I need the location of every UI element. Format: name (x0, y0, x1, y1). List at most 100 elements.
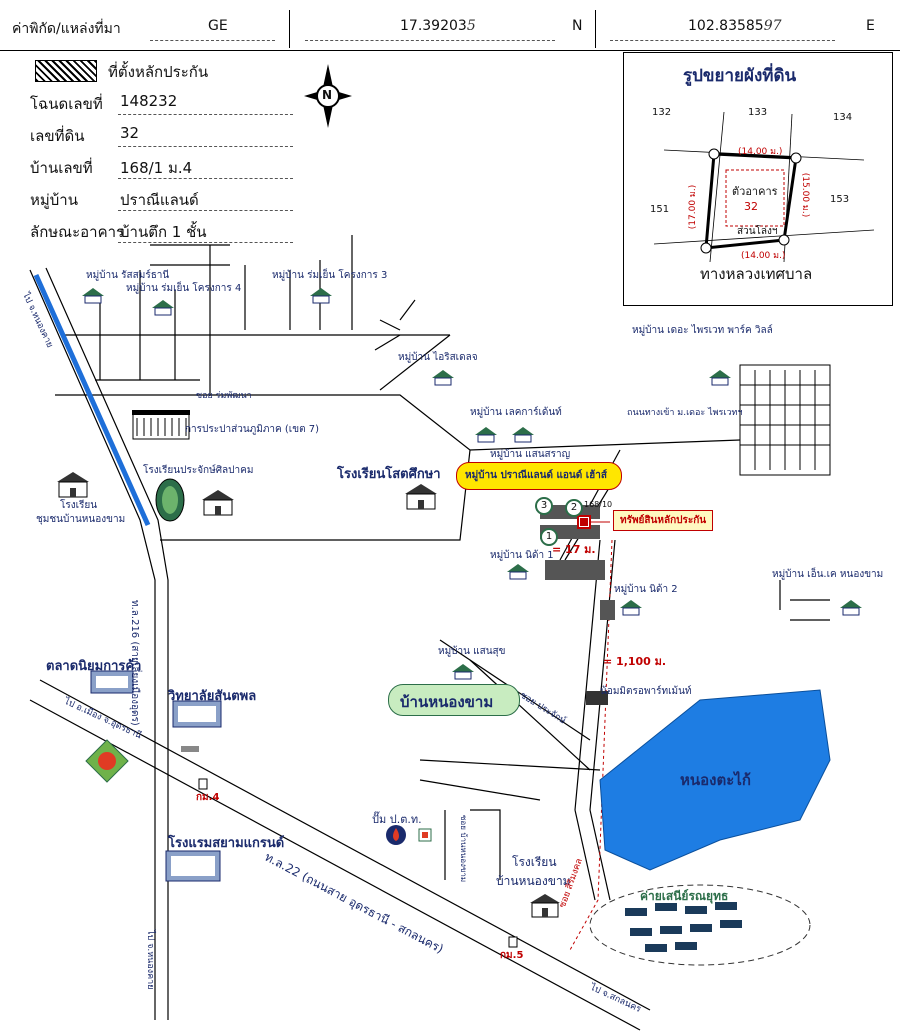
village-label: หมู่บ้าน เดอะ ไพรเวท พาร์ค วิลล์ (632, 325, 773, 336)
source-value: GE (208, 18, 228, 34)
plan-lot-133: 133 (748, 107, 768, 118)
soi-nongkham-label: ซอย บ้านหนองขาม (459, 815, 468, 883)
water-authority-label: การประปาส่วนภูมิภาค (เขต 7) (185, 424, 319, 435)
village-label: หมู่บ้าน แสนสราญ (490, 449, 571, 460)
village-value: ปราณีแลนด์ (120, 191, 199, 209)
7-eleven-small-icon (418, 828, 432, 842)
7-eleven-logo-icon (85, 739, 129, 783)
house-icon (152, 300, 174, 316)
house-icon (82, 288, 104, 304)
community-school-label: โรงเรียน (60, 500, 98, 511)
village-label: หมู่บ้าน เลคการ์เด้นท์ (470, 407, 562, 418)
info-underline (118, 210, 293, 211)
plan-building-label: ตัวอาคาร (732, 185, 778, 198)
km-post-icon (198, 778, 208, 790)
house-icon (432, 370, 454, 386)
marker-1: 1 (540, 528, 558, 546)
land-no-value: 32 (120, 124, 140, 142)
school-icon (530, 894, 560, 918)
deed-label: โฉนดเลขที่ (30, 95, 103, 113)
house-icon (475, 427, 497, 443)
plan-dim-bottom: (14.00 ม.) (741, 251, 786, 261)
marker-3: 3 (535, 497, 553, 515)
sot-school-label: โรงเรียนโสตศึกษา (337, 467, 441, 482)
north-arrow-icon (304, 64, 352, 128)
camp-label: ค่ายเสนีย์รณยุทธ (640, 889, 729, 903)
hotel-label: โรงแรมสยามแกรนด์ (168, 836, 285, 851)
school-icon (202, 490, 234, 516)
longitude-value: 102.8358597 (688, 18, 782, 34)
house-icon (709, 370, 731, 386)
km4-label: กม.4 (196, 792, 220, 803)
village-label: หมู่บ้าน รัสสมร์ธานี (86, 270, 170, 281)
plan-dim-top: (14.00 ม.) (738, 147, 783, 157)
college-label: วิทยาลัยสันตพล (168, 689, 257, 704)
school-icon (405, 484, 437, 510)
distance-17m: = 17 ม. (552, 543, 596, 556)
latitude-underline (305, 40, 555, 41)
plan-lot-153: 153 (830, 194, 850, 205)
apartment-label: น้อมมิตรอพาร์ทเม้นท์ (600, 686, 692, 697)
north-label: N (322, 88, 333, 102)
house-icon (310, 288, 332, 304)
community-school-label-2: ชุมชนบ้านหนองขาม (36, 514, 126, 525)
ptt-gas-station-icon (386, 825, 406, 845)
longitude-underline (610, 40, 835, 41)
bridge-icon (181, 746, 199, 752)
village-label: หมู่บ้าน เอ็น.เค หนองขาม (772, 569, 884, 580)
info-underline (118, 114, 293, 115)
praneeland-highlight (456, 462, 622, 490)
house-icon (507, 564, 529, 580)
soi-romphatthana-label: ซอย ร่มพัฒนา (196, 391, 252, 401)
stadium-icon (155, 478, 185, 522)
private-road-label: ถนนทางเข้า ม.เดอะ ไพรเวทฯ (627, 408, 743, 418)
nk-school-label: โรงเรียน (512, 855, 557, 869)
house-number-label: 168/10 (584, 500, 613, 509)
header-rule (0, 50, 900, 51)
school-icon (57, 472, 89, 498)
village-label: หมู่บ้าน นิด้า 2 (614, 584, 678, 595)
plan-title: รูปขยายผังที่ดิน (683, 66, 797, 86)
house-icon (512, 427, 534, 443)
building-value: บ้านตึก 1 ชั้น (120, 223, 207, 241)
plan-drawing (653, 111, 875, 263)
village-label: หมู่บ้าน ไอริสเดลจ (398, 352, 478, 363)
collateral-label: ทรัพย์สินหลักประกัน (613, 510, 714, 531)
village-label: หมู่บ้าน แสนสุข (438, 646, 506, 657)
plan-lot-134: 134 (833, 112, 853, 123)
plan-lot-number: 32 (744, 200, 758, 213)
building-label: ลักษณะอาคาร (30, 223, 125, 241)
house-icon (840, 600, 862, 616)
prachak-school-label: โรงเรียนประจักษ์ศิลปาคม (143, 465, 254, 476)
market-label: ตลาดนิยมการค้า (46, 659, 142, 674)
latitude-direction: N (572, 18, 583, 34)
road216-label: ท.ล.216 (สายเลี่ยงเมืองอุดร) (129, 600, 140, 726)
deed-value: 148232 (120, 92, 178, 110)
district-oval (388, 684, 520, 716)
info-underline (118, 242, 293, 243)
longitude-direction: E (866, 18, 875, 34)
plan-lot-151: 151 (650, 204, 670, 215)
village-label: หมู่บ้าน ร่มเย็น โครงการ 4 (126, 283, 242, 294)
village-label: หมู่บ้าน ร่มเย็น โครงการ 3 (272, 270, 388, 281)
plan-fence-label: ส่วนโล่งฯ (737, 226, 778, 237)
header-divider (289, 10, 290, 48)
marker-2: 2 (565, 499, 583, 517)
military-camp-icon (625, 902, 742, 952)
km-post-icon (508, 936, 518, 948)
km5-label: กม.5 (500, 950, 524, 961)
latitude-value: 17.392035 (400, 18, 476, 34)
apartment-building-icon (586, 691, 608, 705)
to-nongkhai-label-2: ไป จ.หนองคาย (145, 930, 155, 990)
house-no-value: 168/1 ม.4 (120, 159, 193, 177)
water-authority-building-icon (132, 410, 190, 440)
district-label: บ้านหนองขาม (400, 693, 494, 711)
nk-school-label-2: บ้านหนองขาม (496, 874, 571, 888)
praneeland-label: หมู่บ้าน ปราณีแลนด์ แอนด์ เฮ้าส์ (465, 470, 607, 481)
market-building-icon (90, 670, 134, 694)
village-label: หมู่บ้าน (30, 191, 78, 209)
coordinate-label: ค่าพิกัด/แหล่งที่มา (12, 21, 121, 37)
house-icon (452, 664, 474, 680)
